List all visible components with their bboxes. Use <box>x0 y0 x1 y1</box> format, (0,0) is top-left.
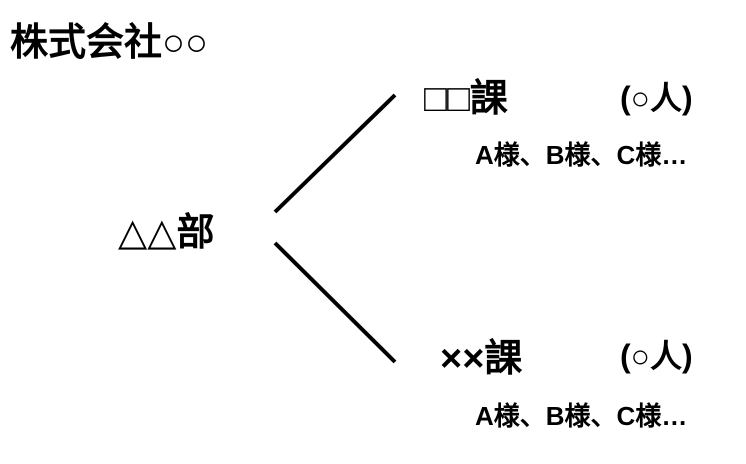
section-1-members: A様、B様、C様… <box>475 140 688 170</box>
section-2-count: (○人) <box>620 338 693 374</box>
connector-to-section-2 <box>273 241 397 364</box>
section-2-name: ××課 <box>440 338 523 380</box>
section-1-count: (○人) <box>620 80 693 116</box>
company-name: 株式会社○○ <box>10 22 208 64</box>
department-label: △△部 <box>118 212 215 254</box>
section-1-name: □□課 <box>424 78 508 120</box>
section-2-members: A様、B様、C様… <box>475 401 688 431</box>
connector-to-section-1 <box>273 93 397 214</box>
